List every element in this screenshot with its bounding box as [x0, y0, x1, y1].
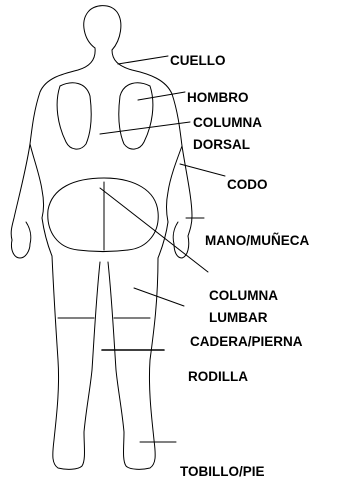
left-arm-inner — [30, 144, 44, 218]
leader-hip — [134, 288, 184, 306]
label-lumbar-line2: LUMBAR — [209, 309, 268, 326]
right-hand — [173, 222, 189, 258]
label-knee: RODILLA — [188, 368, 248, 385]
left-hand — [11, 222, 30, 258]
label-hip-leg: CADERA/PIERNA — [190, 333, 303, 350]
left-hip-side — [42, 218, 52, 256]
label-neck: CUELLO — [170, 52, 226, 69]
torso-outline — [11, 48, 95, 240]
right-arm-inner — [167, 146, 183, 222]
right-shoulder-blade — [119, 83, 153, 149]
head-outline — [84, 6, 121, 50]
leader-thoracic — [100, 122, 190, 134]
right-leg — [108, 258, 158, 469]
label-shoulder: HOMBRO — [187, 89, 249, 106]
leader-shoulder — [138, 92, 185, 100]
left-shoulder-blade — [57, 83, 91, 149]
label-elbow: CODO — [227, 176, 268, 193]
label-hand-wrist: MANO/MUÑECA — [205, 232, 309, 249]
buttocks — [48, 178, 158, 252]
leader-lumbar — [100, 188, 208, 272]
leader-neck — [118, 56, 168, 64]
label-thoracic-line2: DORSAL — [193, 136, 250, 153]
label-ankle-foot: TOBILLO/PIE — [180, 463, 265, 480]
left-leg — [52, 256, 100, 469]
label-lumbar-line1: COLUMNA — [209, 287, 278, 304]
label-thoracic-line1: COLUMNA — [193, 114, 262, 131]
